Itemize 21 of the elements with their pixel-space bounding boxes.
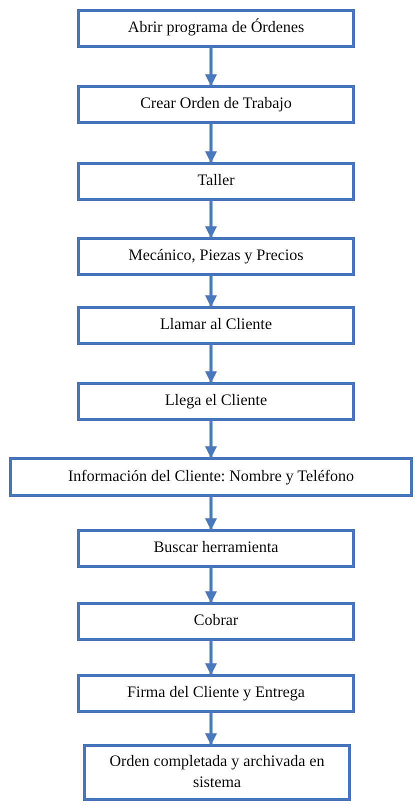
arrow (205, 201, 217, 238)
process-box: Información del Cliente: Nombre y Teléfono (9, 457, 413, 497)
process-box: Abrir programa de Órdenes (77, 9, 355, 48)
process-box: Orden completada y archivada en sistema (83, 744, 351, 801)
process-box: Mecánico, Piezas y Precios (77, 237, 355, 276)
process-box: Firma del Cliente y Entrega (77, 674, 355, 713)
arrow (205, 124, 217, 164)
arrow (205, 641, 217, 676)
arrow (205, 276, 217, 308)
process-box: Cobrar (77, 602, 355, 641)
process-box: Llega el Cliente (77, 382, 355, 421)
process-box: Buscar herramienta (77, 529, 355, 568)
process-box: Crear Orden de Trabajo (77, 85, 355, 124)
process-box: Llamar al Cliente (77, 306, 355, 345)
arrow (205, 568, 217, 604)
arrow (205, 713, 217, 746)
arrow (205, 497, 217, 530)
arrow (205, 345, 217, 384)
process-box: Taller (77, 162, 355, 201)
arrow (205, 48, 217, 86)
arrow (205, 421, 217, 458)
